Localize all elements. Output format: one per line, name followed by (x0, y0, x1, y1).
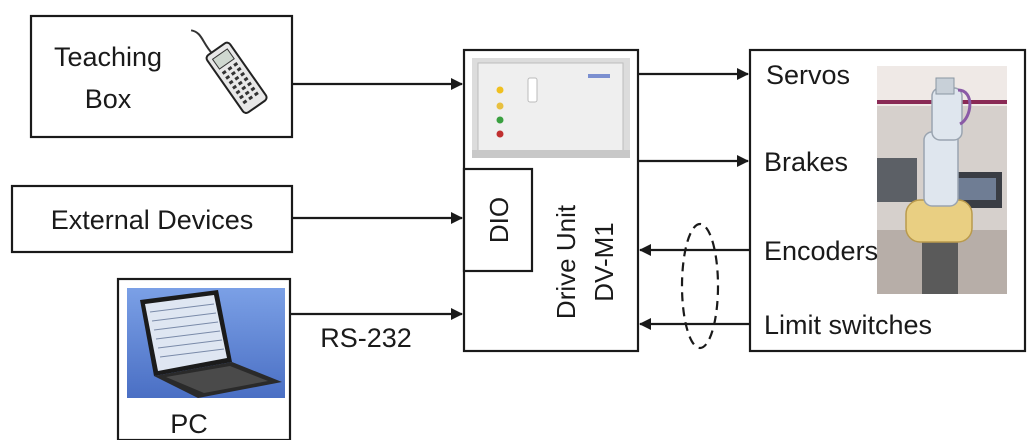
dio-label: DIO (484, 197, 514, 243)
signal-label-servos: Servos (766, 60, 850, 90)
drive-unit-label-line2: DV-M1 (589, 222, 619, 301)
external-devices-block: External Devices (10, 184, 294, 254)
external-devices-label: External Devices (51, 205, 254, 235)
feedback-signals-ellipse (680, 222, 720, 350)
robot-arm-icon (877, 66, 1007, 294)
pc-block: PC (116, 277, 292, 440)
robot-block: Servos Brakes Encoders Limit switches (748, 48, 1027, 353)
laptop-icon (127, 288, 285, 398)
dio-box (462, 167, 534, 273)
drive-unit-block: DIO Drive Unit DV-M1 (462, 48, 640, 353)
rs232-label: RS-232 (320, 323, 412, 353)
teaching-box-block: Teaching Box (29, 14, 294, 139)
signal-label-limit-switches: Limit switches (764, 310, 932, 340)
signal-label-encoders: Encoders (764, 236, 878, 266)
signal-label-brakes: Brakes (764, 147, 848, 177)
teaching-pendant-icon (190, 29, 268, 114)
pc-label: PC (170, 409, 208, 439)
controller-cabinet-icon (472, 58, 630, 158)
teaching-box-label-line1: Teaching (54, 42, 162, 72)
teaching-box-label-line2: Box (85, 84, 132, 114)
drive-unit-label-line1: Drive Unit (551, 204, 581, 319)
